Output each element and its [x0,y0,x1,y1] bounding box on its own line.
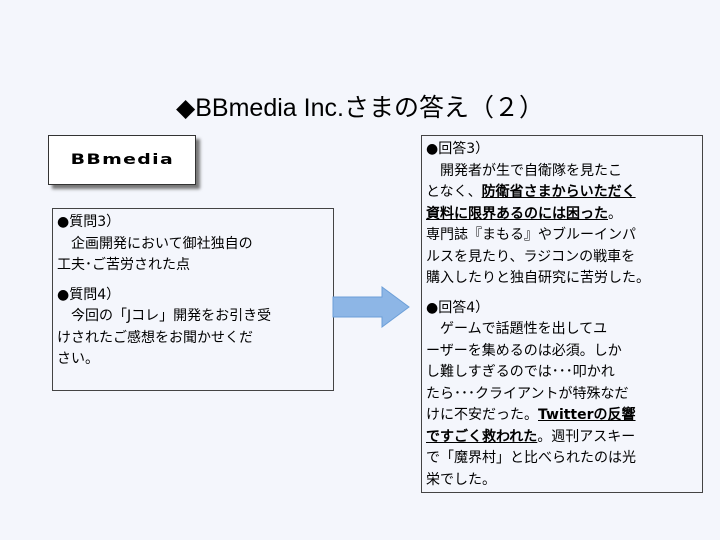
answer-text-line: となく、防衛省さまからいただく [426,182,698,204]
answer-text-line: けに不安だった。Twitterの反響 [426,405,698,427]
text-segment: 開発者が生で自衛隊を見たこ [426,162,622,179]
text-segment: ゲームで話題性を出してユ [426,321,608,337]
emphasized-text: Twitterの反響 [538,407,636,423]
answer-text-line: たら･･･クライアントが特殊なだ [426,384,698,406]
answer-text-line: ーザーを集めるのは必須。しか [426,341,698,363]
text-segment: 企画開発において御社独自の [57,235,253,252]
text-segment: 栄でした。 [426,471,496,488]
emphasized-text: 資料に限界あるのには困った [426,205,608,222]
text-segment: 購入したりと独自研究に苦労した。 [426,270,650,286]
answer-text-line: で「魔界村」と比べられたのは光 [426,448,698,470]
emphasized-text: 防衛省さまからいただく [481,184,636,200]
text-segment: で「魔界村」と比べられたのは光 [426,450,636,466]
answer-text-line: し難しすぎるのでは･･･叩かれ [426,362,698,384]
answer-text-line: 栄でした。 [426,470,698,492]
question-heading: ●質問4） [57,286,121,303]
question-text-line: 工夫･ご苦労された点 [57,255,329,277]
emphasized-text: ですごく救われた [426,428,538,445]
text-segment: 今回の「Jコレ」開発をお引き受 [57,308,272,324]
answer-text-line: 開発者が生で自衛隊を見たこ [426,161,698,183]
right-arrow-icon [332,286,410,328]
text-segment: 専門誌『まもる』やブルーインパ [426,227,636,243]
questions-box: ●質問3） 企画開発において御社独自の工夫･ご苦労された点 ●質問4） 今回の「J… [52,208,334,391]
question-text-line: さい。 [57,349,329,371]
text-segment: たら･･･クライアントが特殊なだ [426,385,629,402]
text-segment: けに不安だった。 [426,407,538,423]
answer-heading: ●回答3） [426,141,490,157]
answer-text-line: ルスを見たり、ラジコンの戦車を [426,247,698,269]
text-segment: 。週刊アスキー [537,428,636,445]
section-gap [426,290,698,298]
text-segment: けされたご感想をお聞かせくだ [57,329,253,346]
text-segment: さい。 [57,351,99,367]
question-heading: ●質問3） [57,214,121,230]
answer-text-line: ゲームで話題性を出してユ [426,319,698,341]
question-text-line: けされたご感想をお聞かせくだ [57,328,329,350]
text-segment: 。 [608,205,622,222]
answers-box: ●回答3） 開発者が生で自衛隊を見たことなく、防衛省さまからいただく資料に限界あ… [421,135,703,493]
logo-text: BBmedia [70,152,174,168]
section-gap [57,277,329,285]
text-segment: ーザーを集めるのは必須。しか [426,342,622,359]
text-segment: となく、 [426,184,482,200]
answer-text-line: 資料に限界あるのには困った。 [426,204,698,226]
answer-text-line: 購入したりと独自研究に苦労した。 [426,268,698,290]
answer-text-line: ですごく救われた。週刊アスキー [426,427,698,449]
text-segment: し難しすぎるのでは･･･叩かれ [426,364,615,380]
text-segment: 工夫･ご苦労された点 [57,257,190,273]
answer-text-line: 専門誌『まもる』やブルーインパ [426,225,698,247]
bbmedia-logo: BBmedia [48,135,196,185]
text-segment: ルスを見たり、ラジコンの戦車を [426,248,636,265]
answer-heading: ●回答4） [426,299,490,316]
question-text-line: 今回の「Jコレ」開発をお引き受 [57,306,329,328]
question-text-line: 企画開発において御社独自の [57,234,329,256]
slide-title: ◆BBmedia Inc.さまの答え（２） [176,94,544,122]
